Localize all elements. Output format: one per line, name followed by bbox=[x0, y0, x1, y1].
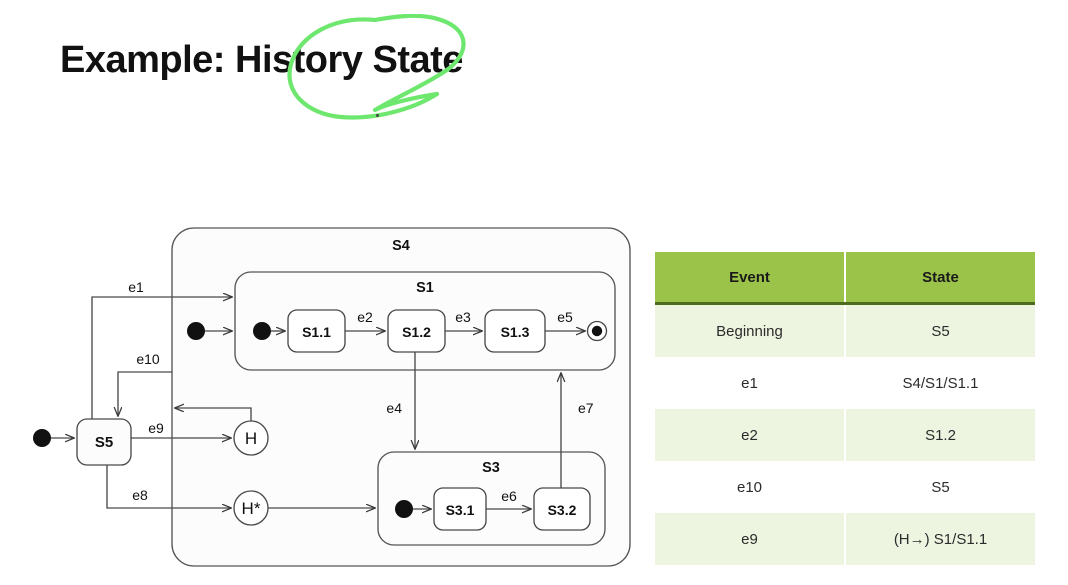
label-e8: e8 bbox=[132, 487, 148, 503]
table-header-row: Event State bbox=[655, 252, 1035, 305]
label-e9: e9 bbox=[148, 420, 164, 436]
cell-state: S5 bbox=[845, 303, 1035, 357]
label-S1.3: S1.3 bbox=[501, 324, 530, 340]
cell-event: e9 bbox=[655, 513, 846, 565]
state-S3.2 bbox=[533, 487, 591, 531]
label-e7: e7 bbox=[578, 400, 594, 416]
label-S1.2: S1.2 bbox=[402, 324, 431, 340]
label-S1: S1 bbox=[416, 280, 434, 296]
label-S5: S5 bbox=[95, 434, 113, 451]
cell-event: Beginning bbox=[655, 303, 846, 357]
label-e2: e2 bbox=[357, 309, 373, 325]
column-header-event: Event bbox=[655, 252, 846, 305]
cell-event: e1 bbox=[655, 357, 846, 409]
state-machine-diagram: S4 S1 S3 S5 S1.1 S1.2 S1.3 S3.1 S3.2 H H… bbox=[33, 227, 631, 567]
table-row: e9 (H→) S1/S1.1 bbox=[655, 513, 1035, 565]
column-header-state: State bbox=[845, 252, 1035, 305]
cell-state: (H→) S1/S1.1 bbox=[845, 513, 1035, 565]
cell-state: S5 bbox=[845, 461, 1035, 513]
label-e5: e5 bbox=[557, 309, 573, 325]
label-S3: S3 bbox=[482, 460, 500, 476]
initial-pseudostate-root bbox=[33, 429, 51, 447]
initial-pseudostate-S1 bbox=[253, 322, 271, 340]
table-row: e1 S4/S1/S1.1 bbox=[655, 357, 1035, 409]
final-pseudostate-S1-inner bbox=[591, 325, 603, 337]
cell-event: e10 bbox=[655, 461, 846, 513]
state-S5 bbox=[76, 418, 132, 466]
label-e1: e1 bbox=[128, 279, 144, 295]
label-pseudostate-H-star: H* bbox=[242, 499, 261, 518]
label-S3.1: S3.1 bbox=[446, 502, 475, 518]
transition-e1 bbox=[91, 297, 232, 419]
cell-state: S4/S1/S1.1 bbox=[845, 357, 1035, 409]
transition-e10 bbox=[118, 371, 172, 416]
label-S4: S4 bbox=[392, 238, 410, 254]
label-e6: e6 bbox=[501, 488, 517, 504]
label-S3.2: S3.2 bbox=[548, 502, 577, 518]
label-e10: e10 bbox=[136, 351, 160, 367]
table-row: e2 S1.2 bbox=[655, 409, 1035, 461]
cell-event: e2 bbox=[655, 409, 846, 461]
title-stray-dot bbox=[376, 114, 379, 117]
label-pseudostate-H: H bbox=[245, 429, 257, 448]
initial-pseudostate-S3 bbox=[395, 500, 413, 518]
label-e4: e4 bbox=[386, 400, 402, 416]
cell-state: S1.2 bbox=[845, 409, 1035, 461]
table-row: e10 S5 bbox=[655, 461, 1035, 513]
transition-H-return bbox=[175, 408, 252, 421]
event-state-table: Event State Beginning S5 e1 S4/S1/S1.1 e… bbox=[655, 252, 1035, 565]
label-S1.1: S1.1 bbox=[302, 324, 331, 340]
initial-pseudostate-S4 bbox=[187, 322, 205, 340]
table-row: Beginning S5 bbox=[655, 303, 1035, 357]
label-e3: e3 bbox=[455, 309, 471, 325]
transition-e8 bbox=[106, 465, 231, 508]
